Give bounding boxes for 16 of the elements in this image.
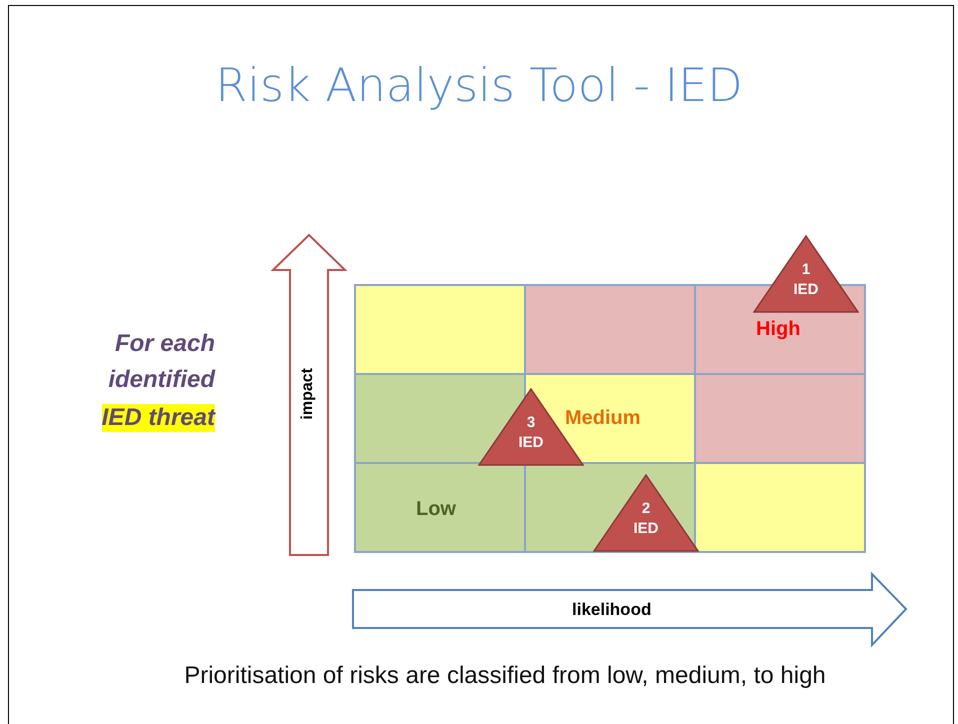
risk-number: 1	[800, 261, 812, 278]
threat-label: IED	[632, 520, 660, 537]
risk-triangle	[753, 235, 859, 313]
threat-note-highlight: IED threat	[102, 404, 215, 432]
risk-triangle	[593, 474, 699, 552]
caption: Prioritisation of risks are classified from low, medium, to high	[183, 662, 827, 690]
threat-label: IED	[517, 434, 544, 451]
risk-level-label: Low	[416, 498, 456, 521]
title: Risk Analysis Tool - IED	[214, 58, 744, 112]
threat-note: For each identified	[107, 329, 215, 395]
risk-level-label: High	[756, 318, 800, 341]
threat-label: IED	[792, 281, 820, 298]
axis-label: impact	[299, 368, 317, 420]
risk-number: 2	[640, 500, 652, 517]
axis-label: likelihood	[572, 600, 652, 620]
risk-level-label: Medium	[565, 407, 641, 430]
